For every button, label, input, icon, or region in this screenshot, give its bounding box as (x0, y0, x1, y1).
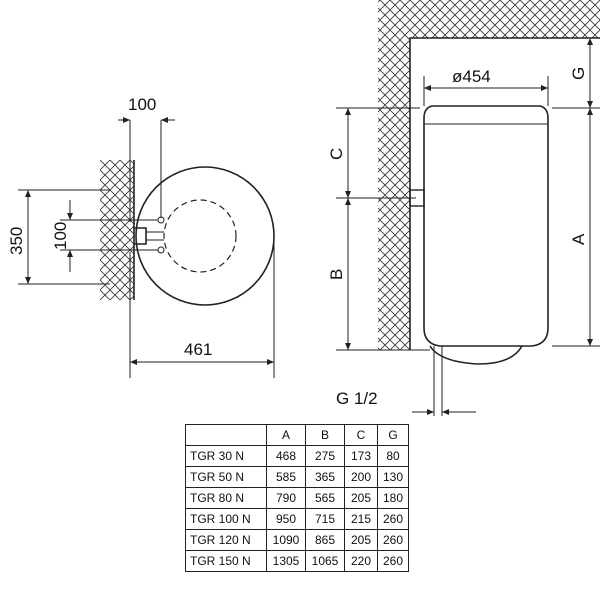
dim-350: 350 (7, 227, 26, 255)
fixing-hole-lower (157, 246, 165, 254)
table-cell: 260 (377, 550, 409, 572)
table-cell: 130 (377, 466, 409, 488)
side-view: ø454 G A C B G 1/2 (327, 0, 600, 416)
bottom-cover (429, 345, 523, 365)
model-name-cell: TGR 120 N (185, 529, 267, 551)
side-view-wall-face (409, 37, 600, 350)
top-view-wall-hatch (100, 160, 134, 300)
table-header-cell: A (266, 424, 306, 446)
table-cell: 215 (344, 508, 378, 530)
dim-100-left: 100 (51, 222, 70, 250)
table-cell: 565 (305, 487, 345, 509)
table-cell: 80 (377, 445, 409, 467)
mounting-bracket (134, 227, 147, 245)
table-cell: 205 (344, 529, 378, 551)
table-cell: 200 (344, 466, 378, 488)
top-view: 100 350 100 461 (7, 95, 275, 378)
dim-b: B (327, 269, 346, 280)
table-cell: 180 (377, 487, 409, 509)
model-name-cell: TGR 30 N (185, 445, 267, 467)
dim-c: C (327, 148, 346, 160)
table-cell: 275 (305, 445, 345, 467)
dim-g: G (569, 67, 588, 80)
dim-461: 461 (184, 340, 212, 359)
table-header-cell (185, 424, 267, 446)
heating-element-dashed (163, 199, 237, 273)
table-cell: 468 (266, 445, 306, 467)
table-cell: 260 (377, 529, 409, 551)
side-view-wall-hatch (378, 0, 600, 350)
table-cell: 585 (266, 466, 306, 488)
table-cell: 260 (377, 508, 409, 530)
table-cell: 1090 (266, 529, 306, 551)
table-cell: 790 (266, 487, 306, 509)
table-header-cell: G (377, 424, 409, 446)
table-cell: 205 (344, 487, 378, 509)
table-cell: 173 (344, 445, 378, 467)
table-cell: 865 (305, 529, 345, 551)
table-cell: 1065 (305, 550, 345, 572)
table-cell: 715 (305, 508, 345, 530)
dim-a: A (569, 233, 588, 245)
tank-body-side (423, 105, 549, 347)
tank-outline-top (135, 166, 275, 306)
table-cell: 1305 (266, 550, 306, 572)
bracket-detail (146, 231, 164, 241)
dim-pipe-thread: G 1/2 (336, 389, 378, 408)
model-name-cell: TGR 150 N (185, 550, 267, 572)
model-name-cell: TGR 80 N (185, 487, 267, 509)
model-name-cell: TGR 50 N (185, 466, 267, 488)
dim-diameter: ø454 (452, 67, 491, 86)
table-cell: 950 (266, 508, 306, 530)
table-header-cell: C (344, 424, 378, 446)
table-cell: 220 (344, 550, 378, 572)
table-header-cell: B (305, 424, 345, 446)
table-cell: 365 (305, 466, 345, 488)
model-name-cell: TGR 100 N (185, 508, 267, 530)
dim-100-top: 100 (128, 95, 156, 114)
